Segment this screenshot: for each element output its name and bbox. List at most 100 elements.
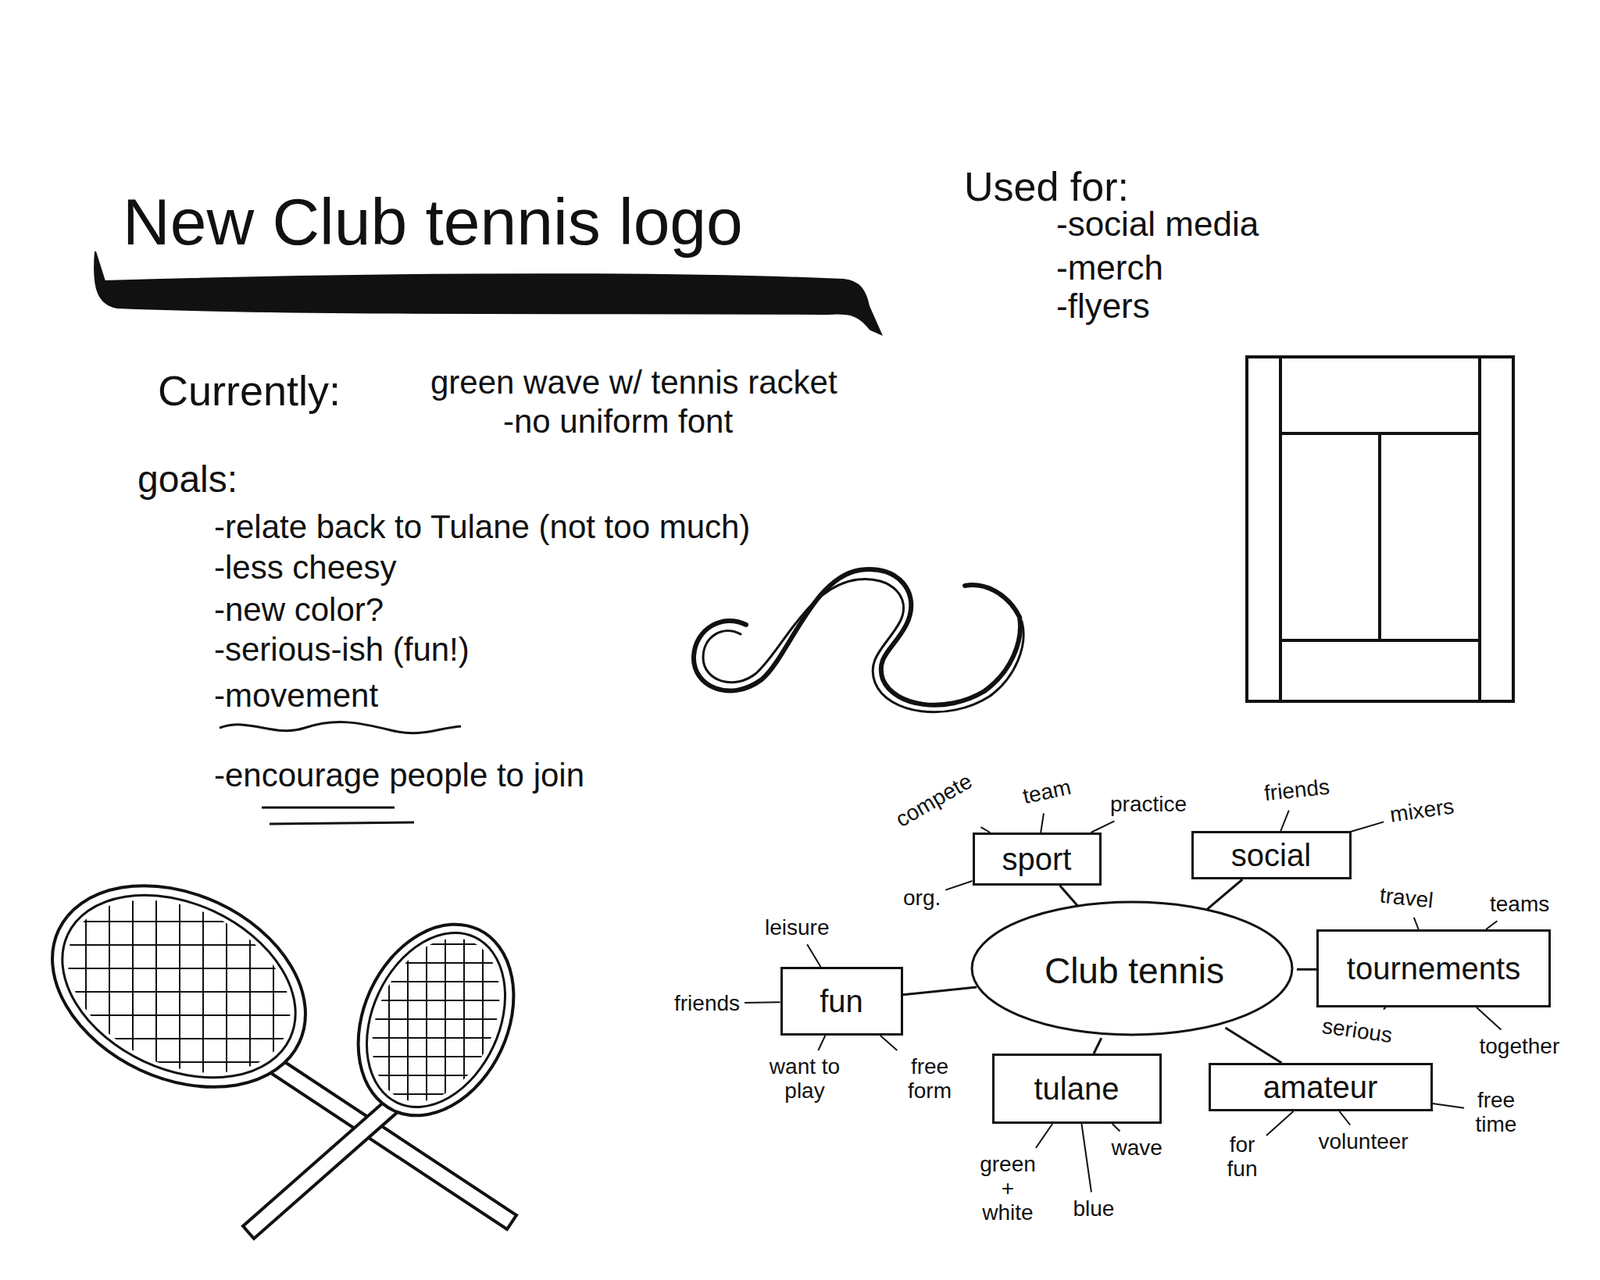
node-text: Club tennis: [1044, 951, 1225, 992]
node-text: tulane: [1034, 1071, 1120, 1107]
racket-string: [46, 944, 313, 947]
map-connector: [1093, 1038, 1102, 1054]
leader-line: [980, 827, 990, 833]
racket-string: [343, 1000, 532, 1002]
mindmap-word: travel: [1378, 883, 1435, 914]
leader-line: [945, 881, 972, 891]
tennis-court: [1246, 357, 1514, 702]
note-text: -less cheesy: [214, 550, 397, 586]
wave-drawing: [693, 569, 1024, 713]
racket-string: [132, 890, 134, 1086]
map-connector: [1296, 968, 1317, 972]
racket-string: [46, 991, 313, 993]
leader-line: [1476, 1007, 1501, 1031]
leader-line: [1432, 1103, 1465, 1109]
mindmap-word: wave: [1111, 1136, 1163, 1161]
note-text: -merch: [1056, 249, 1164, 287]
note-text: goals:: [137, 459, 238, 501]
racket-string: [46, 1038, 313, 1040]
mindmap-word: compete: [891, 769, 976, 833]
page-title: New Club tennis logo: [122, 185, 743, 258]
leader-line: [1351, 821, 1385, 832]
racket-string: [46, 1014, 313, 1017]
note-text: -no uniform font: [503, 403, 733, 440]
leader-line: [1339, 1111, 1350, 1126]
mindmap-word: want to play: [757, 1055, 852, 1104]
topic-box: amateur: [1208, 1063, 1433, 1112]
note-text: green wave w/ tennis racket: [430, 364, 838, 401]
map-connector: [1207, 879, 1243, 910]
node-text: tournements: [1346, 951, 1521, 986]
racket-string: [85, 890, 87, 1086]
racket-string: [249, 890, 251, 1086]
racket-string: [46, 967, 313, 970]
racket-string: [343, 1056, 532, 1058]
topic-box: social: [1191, 831, 1352, 880]
leader-line: [880, 1035, 898, 1051]
racket-string: [178, 890, 181, 1086]
racket-string: [225, 890, 228, 1086]
leader-line: [1081, 1124, 1091, 1193]
leader-line: [744, 1001, 780, 1004]
node-text: sport: [1002, 842, 1072, 877]
note-text: Currently:: [157, 367, 341, 415]
racket-string: [296, 890, 298, 1086]
mindmap-word: teams: [1489, 892, 1550, 918]
note-text: Used for:: [964, 164, 1129, 210]
center-ellipse: Club tennis: [971, 902, 1297, 1040]
racket-string: [61, 890, 64, 1086]
leader-line: [1035, 1124, 1053, 1149]
leader-line: [807, 944, 821, 968]
racket-string: [343, 1093, 532, 1096]
mindmap-word: volunteer: [1318, 1130, 1409, 1155]
movement-squiggle: [219, 722, 461, 734]
leader-line: [817, 1035, 825, 1051]
mindmap-word: blue: [1073, 1197, 1115, 1222]
racket-string: [272, 890, 275, 1086]
note-text: -social media: [1056, 205, 1259, 243]
racket-string: [155, 890, 158, 1086]
map-connector: [903, 987, 978, 996]
mindmap-word: friends: [674, 992, 740, 1017]
racket-string: [343, 1075, 532, 1077]
mindmap-word: green + white: [976, 1153, 1040, 1225]
racket-string: [369, 914, 372, 1125]
mindmap-word: team: [1020, 775, 1073, 809]
note-text: -new color?: [214, 592, 384, 629]
racket-string: [343, 1018, 532, 1021]
topic-box: fun: [780, 967, 904, 1036]
note-text: -movement: [214, 678, 379, 715]
leader-line: [1485, 921, 1497, 930]
racket-string: [108, 890, 111, 1086]
note-text: -encourage people to join: [214, 757, 585, 794]
racket-string: [343, 962, 532, 965]
leader-line: [1280, 810, 1289, 832]
racket-string: [500, 914, 503, 1125]
racket-string: [46, 897, 313, 900]
mindmap-word: practice: [1110, 792, 1187, 818]
mindmap-word: org.: [903, 886, 941, 911]
crossed-rackets: [19, 846, 543, 1240]
leader-line: [1266, 1111, 1293, 1136]
map-connector: [1060, 885, 1079, 907]
node-text: social: [1231, 838, 1311, 873]
topic-box: sport: [972, 832, 1102, 886]
leader-line: [1414, 917, 1419, 930]
racket-string: [343, 1037, 532, 1040]
node-text: fun: [819, 984, 864, 1019]
mindmap-word: free time: [1468, 1089, 1524, 1138]
racket-string: [202, 890, 204, 1086]
racket-string: [46, 1061, 313, 1064]
topic-box: tulane: [992, 1053, 1162, 1125]
leader-line: [1383, 1007, 1386, 1010]
note-text: -serious-ish (fun!): [214, 632, 470, 668]
note-text: -flyers: [1056, 287, 1150, 325]
mindmap-word: leisure: [764, 916, 829, 941]
leader-line: [1090, 821, 1115, 833]
note-text: -relate back to Tulane (not too much): [214, 509, 750, 546]
racket-string: [343, 1112, 532, 1115]
map-connector: [1225, 1028, 1282, 1064]
mindmap-word: for fun: [1222, 1133, 1262, 1183]
leader-line: [1040, 813, 1044, 833]
topic-box: tournements: [1316, 929, 1551, 1008]
